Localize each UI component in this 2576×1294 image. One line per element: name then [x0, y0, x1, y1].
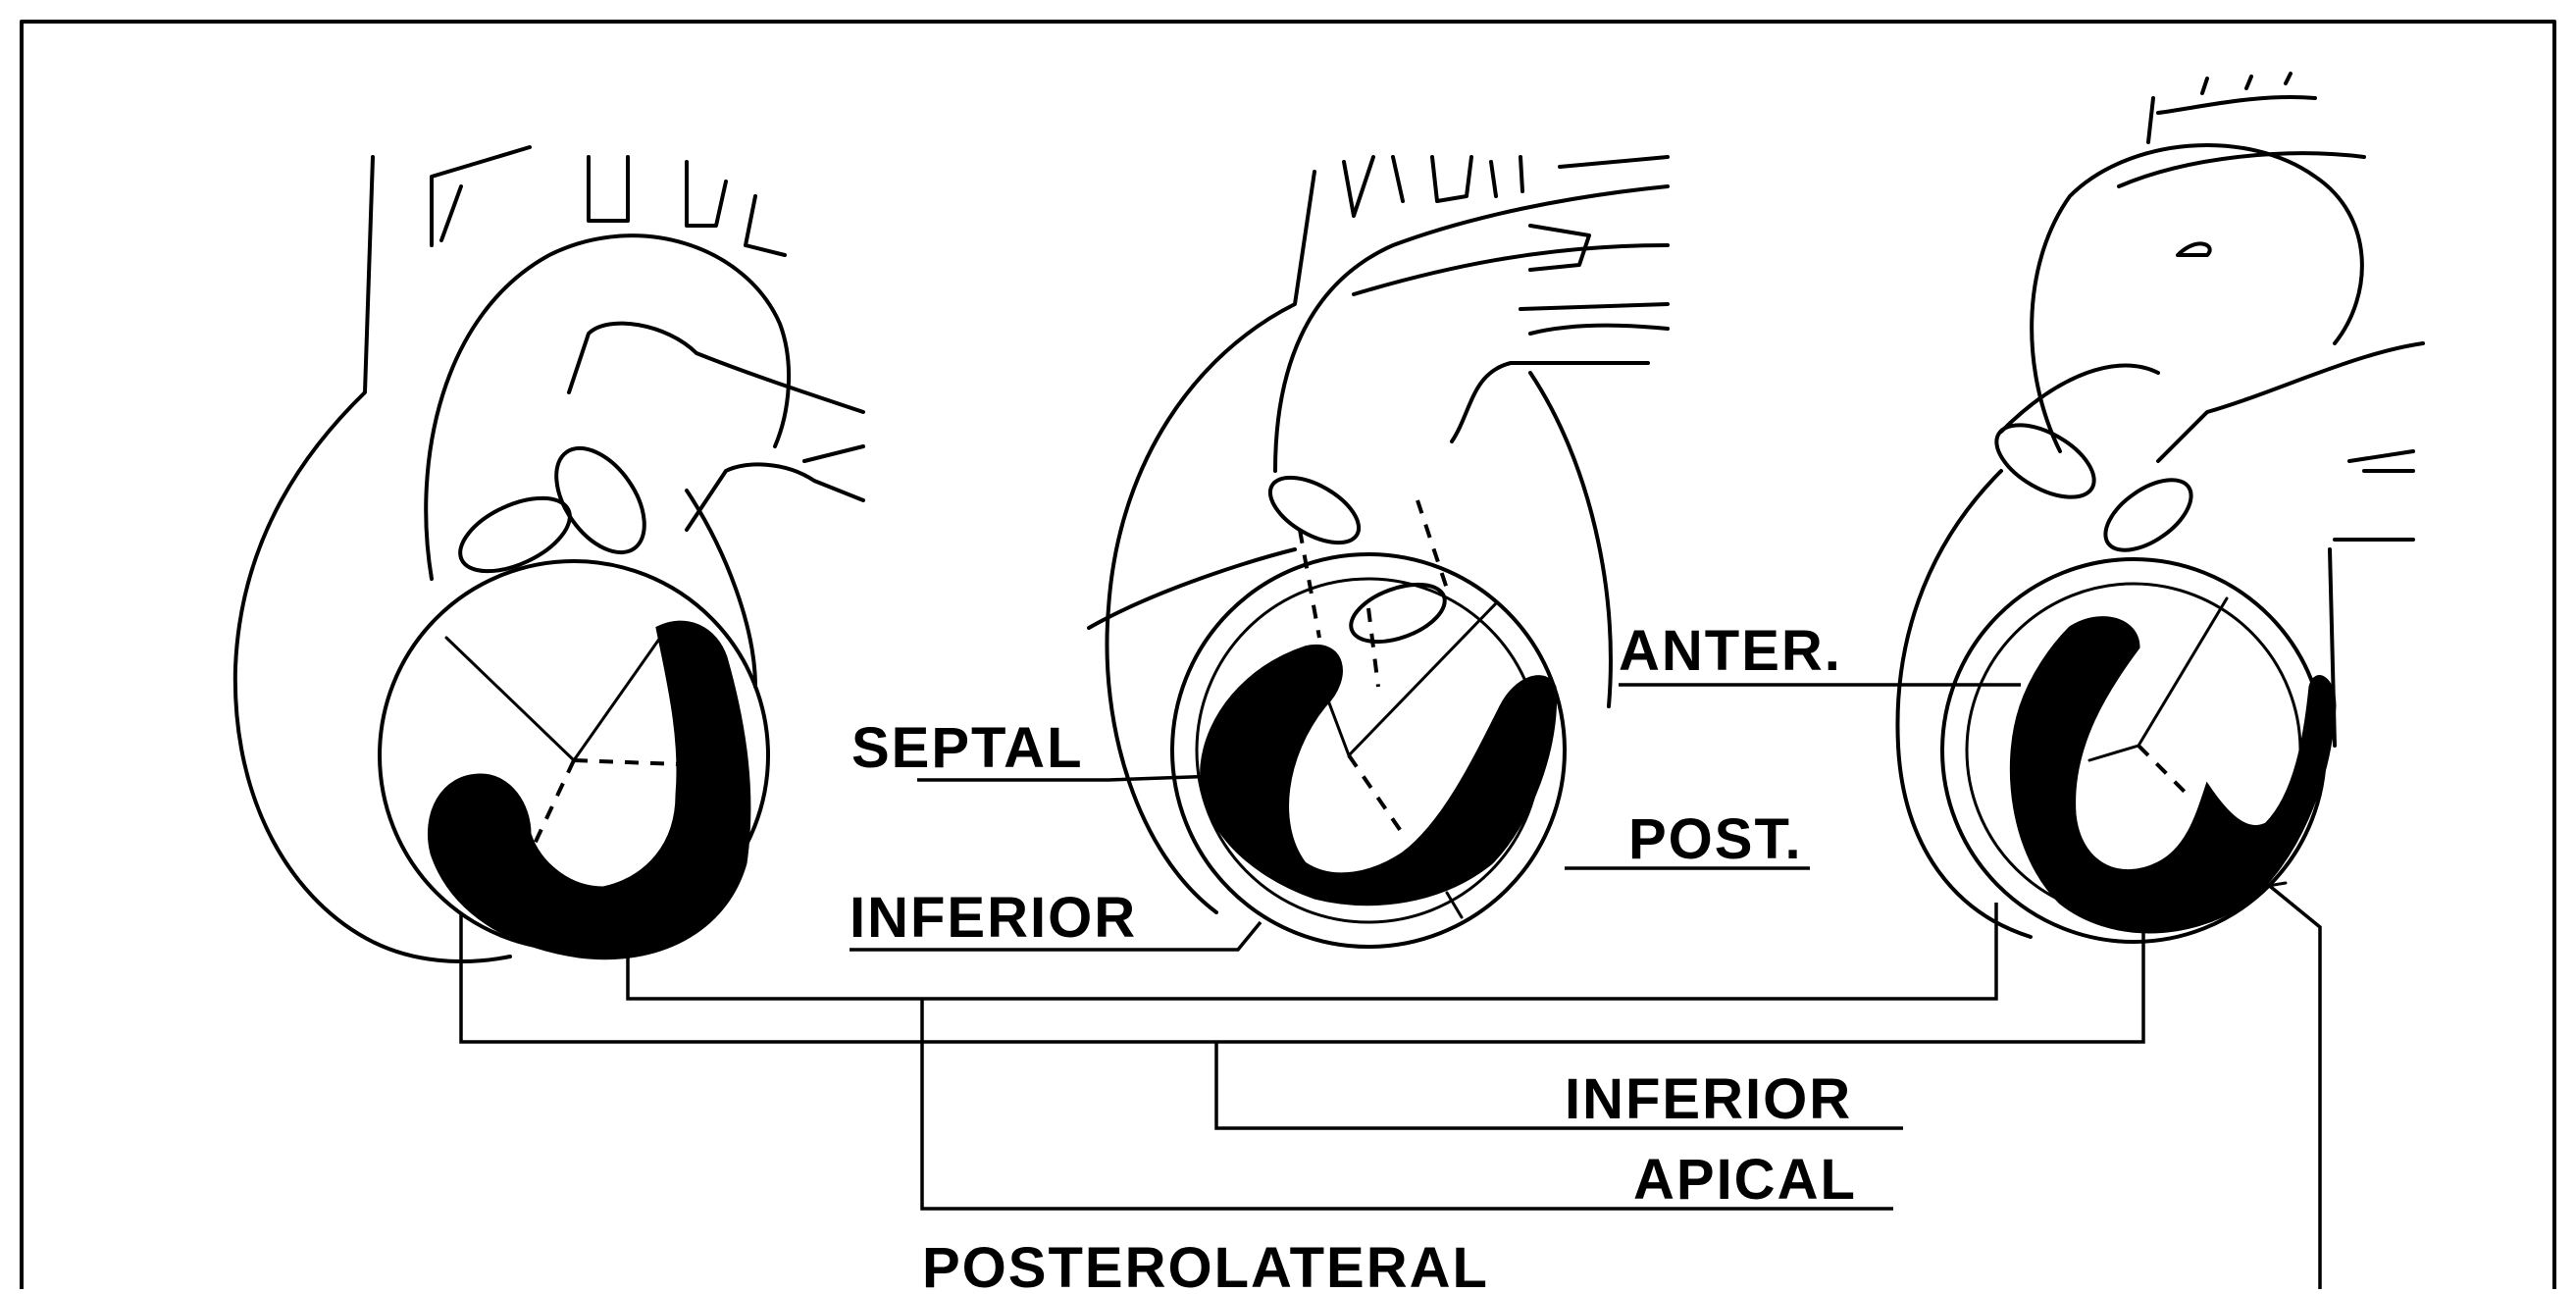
heart-left [235, 147, 863, 961]
label-anter: ANTER. [1619, 619, 1842, 683]
leader-bracket-inferior [461, 912, 2143, 1042]
heart-left-aorta [426, 235, 789, 579]
heart-middle-lv-spokes [1319, 603, 1496, 755]
heart-right-arch-vessels [2119, 74, 2364, 255]
heart-right-lv-spoke-dashed [2138, 746, 2188, 795]
heart-middle-valve-upper [1260, 464, 1369, 555]
anter-callout: ANTER. [1619, 619, 2021, 685]
heart-right [1897, 74, 2423, 942]
label-post: POST. [1628, 807, 1803, 871]
heart-right-valve-a [1984, 410, 2105, 511]
post-callout: POST. [1565, 807, 1810, 871]
heart-right-aorta [2032, 145, 2362, 451]
label-apical: APICAL [1633, 1148, 1857, 1212]
heart-middle-lv-spoke-dashed [1349, 755, 1403, 834]
heart-left-lv-spoke-upper [446, 638, 574, 760]
septal-callout: SEPTAL [851, 716, 1246, 780]
label-inferior-bottom: INFERIOR [1565, 1067, 1852, 1131]
heart-right-outline [1897, 471, 2031, 937]
label-inferior-left: INFERIOR [850, 886, 1137, 950]
leader-bracket-apical [628, 903, 1996, 999]
heart-left-pulmonary-artery [569, 324, 863, 530]
leader-posterolateral-right [2266, 883, 2320, 1289]
label-septal: SEPTAL [851, 716, 1084, 780]
heart-middle-aorta [1275, 186, 1668, 471]
heart-left-lv-spoke-right [574, 628, 667, 760]
heart-middle-valve-lower [1343, 573, 1452, 652]
heart-left-perfusion-defect [429, 622, 748, 958]
heart-right-valve-b [2093, 466, 2203, 564]
label-posterolateral: POSTEROLATERAL [922, 1236, 1489, 1289]
heart-middle [1089, 157, 1668, 947]
heart-right-perfusion-defect [2011, 618, 2335, 932]
